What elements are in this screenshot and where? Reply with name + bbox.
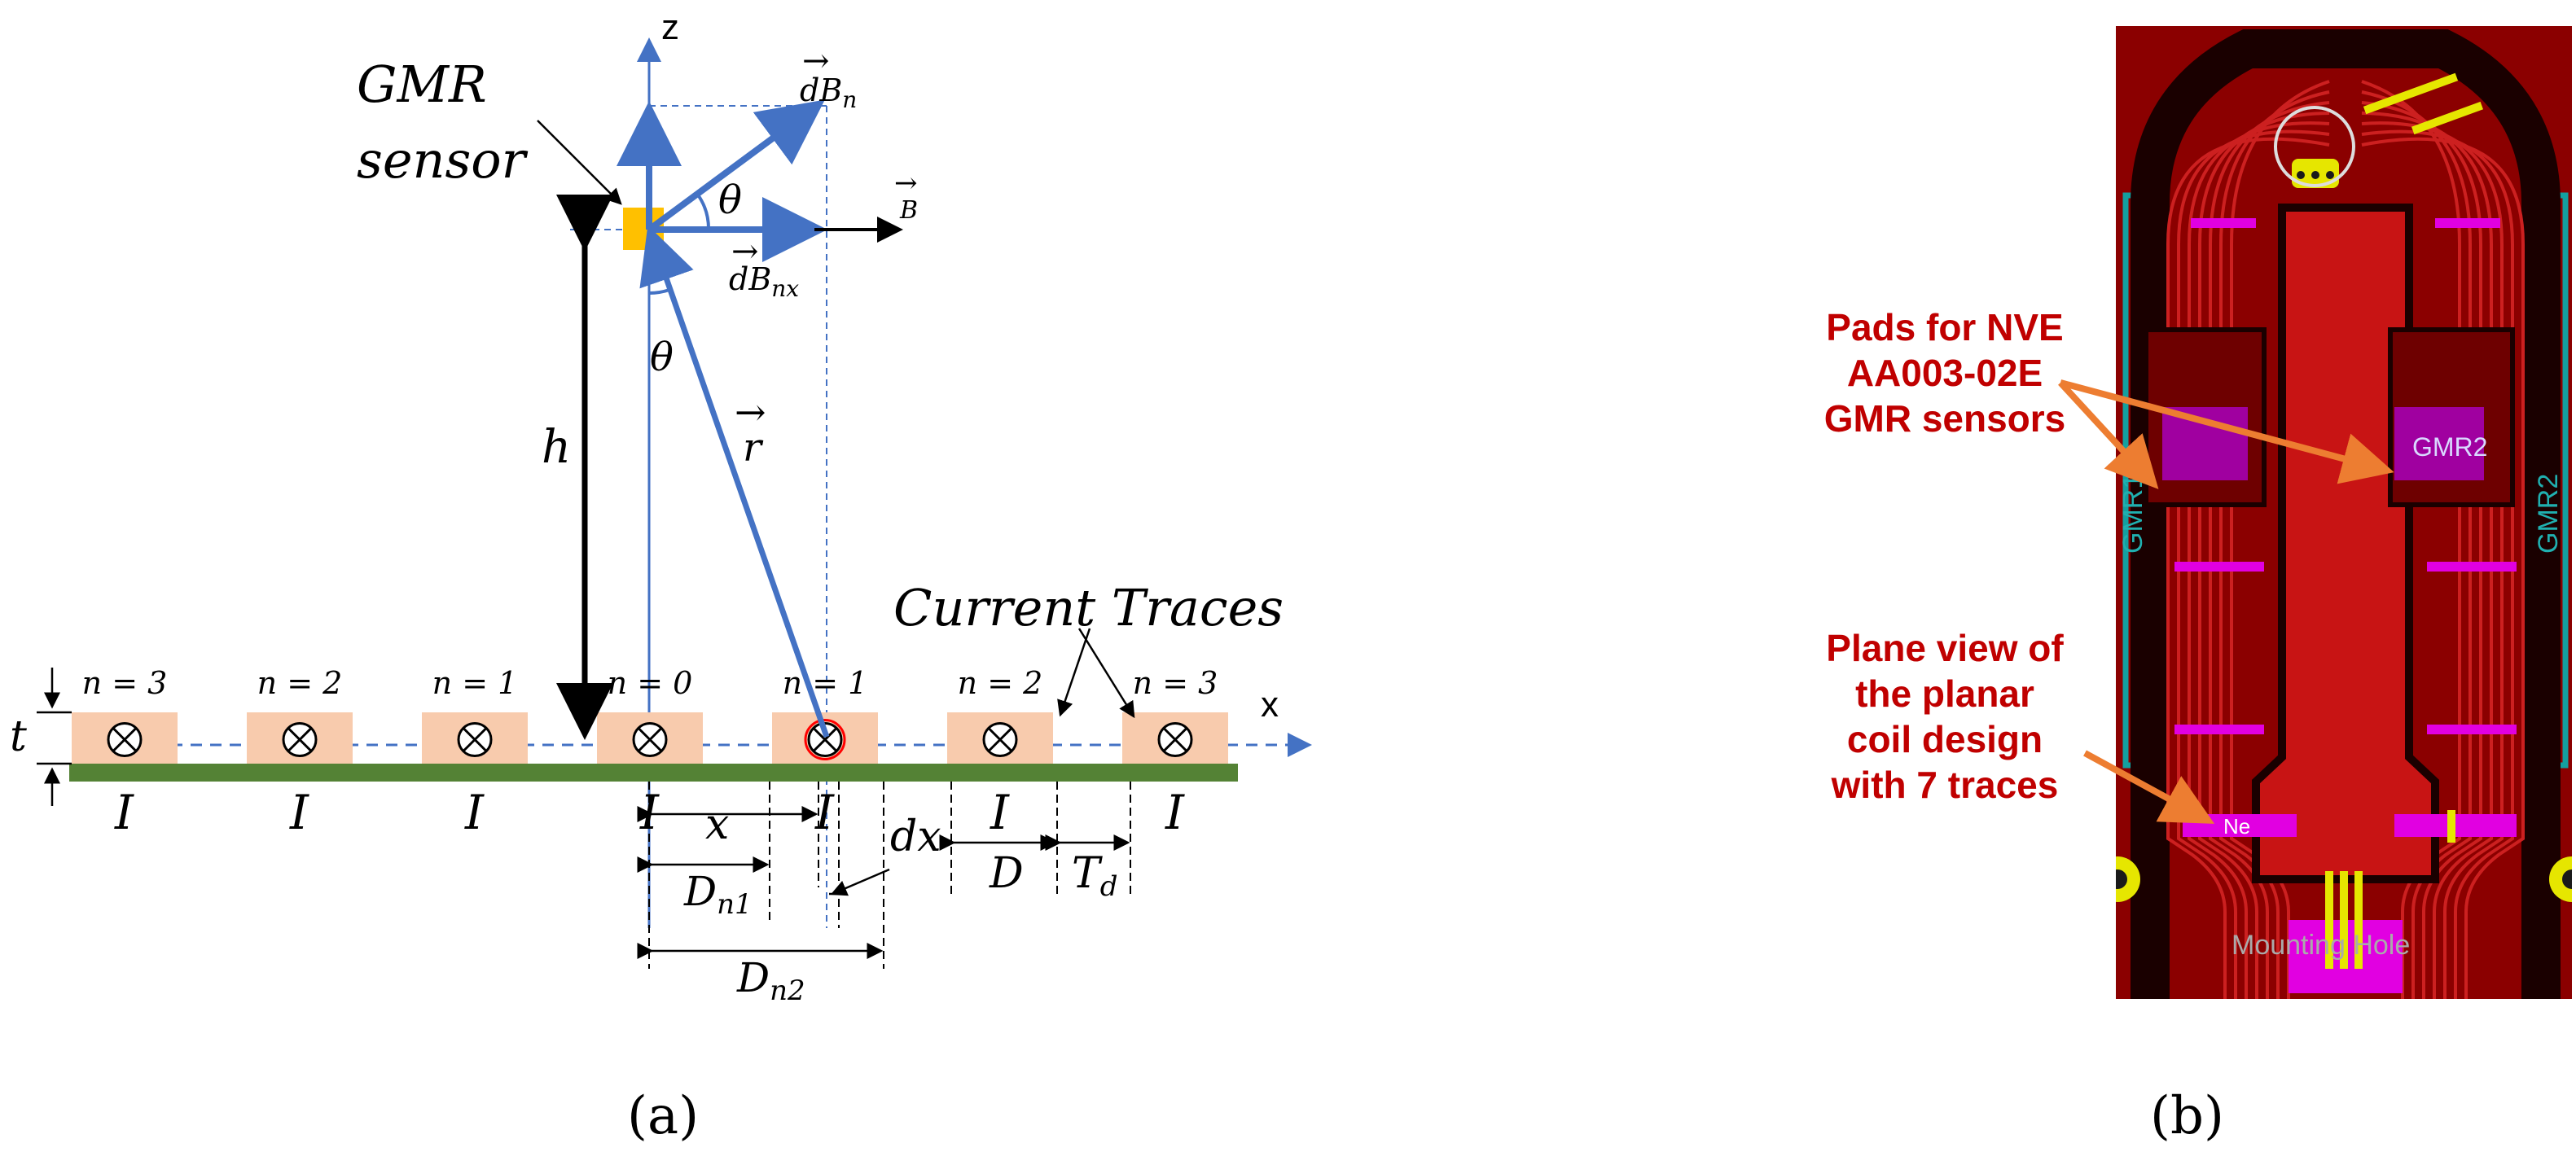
dx-label: dx <box>890 812 941 861</box>
theta-arc-top <box>696 192 711 230</box>
current-symbol-label: I <box>114 785 134 840</box>
dn1-label: Dn1 <box>683 868 753 921</box>
vector-dBn <box>647 99 825 233</box>
coil-trace-left <box>2198 112 2330 999</box>
current-symbol-label: I <box>814 785 835 840</box>
annotation-plane-view: Plane view of the planar coil design wit… <box>1826 627 2064 806</box>
D-label: D <box>989 849 1024 898</box>
coil-trace-right <box>2361 137 2525 999</box>
Td-label: Td <box>1072 849 1117 903</box>
coil-trace-right <box>2361 101 2482 999</box>
dx-leader-arrow <box>830 868 890 896</box>
B-arrow-glyph: → <box>894 167 918 199</box>
annotation-arrow-gmr2 <box>2059 379 2394 484</box>
coil-trace-left <box>2166 137 2330 999</box>
r-arrow-glyph: → <box>735 390 766 434</box>
dBn-label: dBn <box>800 72 857 113</box>
annotation-arrow-coil <box>2083 750 2215 824</box>
annotation-plane-line4: with 7 traces <box>1831 764 2059 806</box>
annotation-plane-line3: coil design <box>1847 718 2043 760</box>
x-dim-label: x <box>705 800 729 849</box>
coil-trace-left <box>2230 80 2330 999</box>
coil-trace-right <box>2361 129 2514 999</box>
center-copper-pour <box>2252 204 2439 883</box>
theta-arc-bottom <box>648 288 670 296</box>
coil-trace-left <box>2188 121 2330 999</box>
current-cross-mark <box>987 727 1013 752</box>
trace-index-label: n = 1 <box>432 665 518 701</box>
coil-trace-left <box>2209 101 2330 999</box>
t-label: t <box>10 712 27 761</box>
annotation-pads: Pads for NVE AA003-02E GMR sensors <box>1824 306 2066 440</box>
annotation-arrow-gmr1 <box>2058 380 2159 489</box>
dBnx-arrow-glyph: → <box>731 233 759 270</box>
t-dimension <box>37 668 72 806</box>
trace-index-label: n = 2 <box>958 665 1043 701</box>
current-cross-mark <box>812 727 838 752</box>
board-label-gmr2: GMR2 <box>2533 474 2564 554</box>
pcb-substrate <box>69 764 1238 782</box>
current-traces-label: Current Traces <box>893 578 1284 637</box>
panel-a-diagram: z x n = 3 In = 2 In = 1 In = 0 In = 1 In = 2 I… <box>10 7 1312 1146</box>
B-label: B <box>899 196 918 225</box>
current-cross-mark <box>637 727 663 752</box>
current-cross-mark <box>462 727 488 752</box>
annotation-plane-line2: the planar <box>1855 672 2034 715</box>
highlighted-trace-ring <box>804 719 846 760</box>
coil-trace-left <box>2177 129 2330 999</box>
annotation-plane-line1: Plane view of <box>1826 627 2064 669</box>
theta-label-bottom: θ <box>650 335 674 380</box>
coil-trace-right <box>2361 80 2461 999</box>
connector-pins <box>2297 171 2334 179</box>
panel-b-pcb-layout: GMR1 GMR2 GMR2 Ne Mounting Hole Pads for… <box>1824 26 2572 1146</box>
coil-trace-right <box>2361 90 2472 999</box>
trace-index-label: n = 3 <box>82 665 168 701</box>
board-label-gmr1: GMR1 <box>2117 474 2148 554</box>
board-label-mounting-hole: Mounting Hole <box>2232 930 2410 961</box>
connector-footprint <box>2274 106 2355 187</box>
trace-index-label: n = 1 <box>783 665 868 701</box>
dBnx-label: dBnx <box>729 261 799 302</box>
x-axis-label: x <box>1261 685 1279 725</box>
trace-index-label: n = 2 <box>257 665 343 701</box>
current-symbol-label: I <box>990 785 1010 840</box>
traces-leader-arrow-1 <box>1057 628 1091 717</box>
annotation-pads-line3: GMR sensors <box>1824 397 2066 440</box>
current-cross-mark <box>112 727 138 752</box>
theta-label-top: θ <box>718 177 742 223</box>
z-axis-label: z <box>661 7 679 47</box>
r-label: r <box>743 425 764 471</box>
caption-b: (b) <box>2150 1086 2224 1146</box>
current-cross-mark <box>287 727 313 752</box>
h-label: h <box>542 421 571 474</box>
current-symbol-label: I <box>289 785 309 840</box>
board-label-net: Ne <box>2223 814 2250 839</box>
trace-index-label: n = 3 <box>1133 665 1218 701</box>
dBn-arrow-glyph: → <box>802 42 830 80</box>
sensor-label-line1: GMR <box>357 55 487 114</box>
current-symbol-label: I <box>1165 785 1185 840</box>
board-label-gmr2-pad: GMR2 <box>2412 432 2487 462</box>
annotation-pads-line2: AA003-02E <box>1847 352 2043 394</box>
sensor-leader-arrow <box>537 120 622 205</box>
trace-index-label: n = 0 <box>608 665 693 701</box>
caption-a: (a) <box>627 1086 699 1146</box>
traces-leader-arrow-2 <box>1077 628 1135 719</box>
coil-trace-left <box>2219 90 2330 999</box>
current-cross-mark <box>1162 727 1188 752</box>
trace-channel-outer <box>2131 29 2561 999</box>
vector-r <box>639 225 830 738</box>
mounting-holes <box>2116 856 2572 902</box>
sensor-label-line2: sensor <box>357 130 529 190</box>
dn2-label: Dn2 <box>736 954 805 1007</box>
dashed-guides <box>570 77 827 928</box>
current-symbol-label: I <box>464 785 485 840</box>
annotation-pads-line1: Pads for NVE <box>1826 306 2063 348</box>
